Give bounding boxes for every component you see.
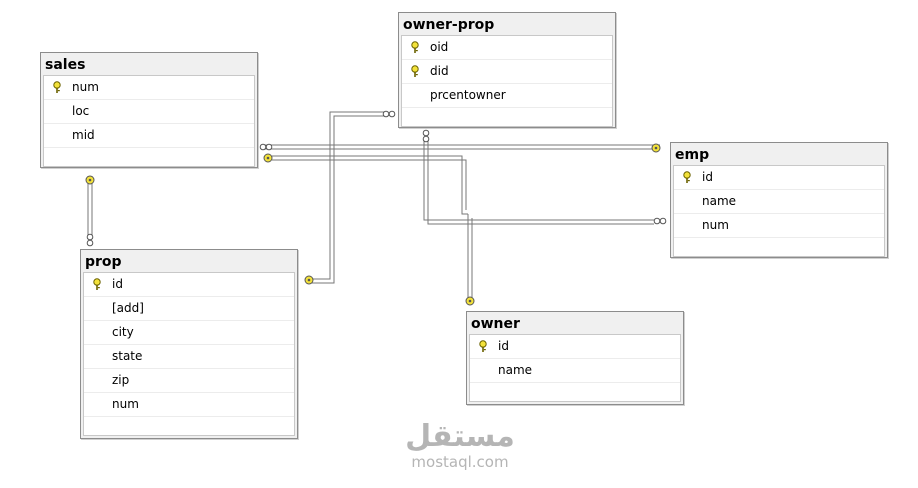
table-title: prop bbox=[85, 254, 122, 270]
column-row[interactable]: id bbox=[470, 335, 680, 359]
key-icon bbox=[411, 65, 419, 77]
column-name: city bbox=[112, 325, 134, 339]
table-columns: num loc mid bbox=[43, 75, 255, 167]
column-name: num bbox=[112, 397, 139, 411]
column-row[interactable]: id bbox=[674, 166, 884, 190]
table-owner[interactable]: owner id name bbox=[466, 311, 684, 405]
column-name: oid bbox=[430, 40, 449, 54]
column-name: num bbox=[702, 218, 729, 232]
rel-ownerprop-prop-b bbox=[306, 115, 384, 284]
key-icon bbox=[93, 278, 101, 290]
watermark: مستقل mostaql.com bbox=[396, 419, 524, 471]
table-title: sales bbox=[45, 57, 86, 73]
table-title: owner-prop bbox=[403, 17, 495, 33]
empty-row bbox=[674, 238, 884, 256]
column-name: num bbox=[72, 80, 99, 94]
key-icon bbox=[683, 171, 691, 183]
table-columns: id name num bbox=[673, 165, 885, 257]
rel-emp-sales-b bbox=[272, 159, 467, 210]
many-symbol-prop bbox=[86, 233, 94, 247]
many-symbol-ownerprop-b bbox=[422, 129, 430, 143]
column-row[interactable]: name bbox=[674, 190, 884, 214]
many-symbol-ownerprop bbox=[382, 110, 396, 118]
column-row[interactable]: [add] bbox=[84, 297, 294, 321]
key-icon bbox=[411, 41, 419, 53]
key-symbol-emp-a bbox=[651, 143, 661, 153]
empty-row bbox=[84, 417, 294, 435]
column-row[interactable]: num bbox=[674, 214, 884, 238]
column-name: id bbox=[498, 339, 509, 353]
key-symbol-sales bbox=[85, 175, 95, 185]
table-columns: id [add] city state zip num bbox=[83, 272, 295, 436]
column-name: id bbox=[112, 277, 123, 291]
column-name: loc bbox=[72, 104, 90, 118]
empty-row bbox=[44, 148, 254, 166]
rel-ownerprop-emp-b bbox=[427, 140, 654, 225]
column-name: zip bbox=[112, 373, 130, 387]
column-name: did bbox=[430, 64, 449, 78]
column-row[interactable]: city bbox=[84, 321, 294, 345]
table-title: emp bbox=[675, 147, 710, 163]
watermark-logo: مستقل bbox=[405, 419, 515, 454]
column-name: prcentowner bbox=[430, 88, 506, 102]
column-name: name bbox=[702, 194, 737, 208]
column-row[interactable]: did bbox=[402, 60, 612, 84]
key-symbol-prop bbox=[304, 275, 314, 285]
column-name: id bbox=[702, 170, 713, 184]
column-row[interactable]: name bbox=[470, 359, 680, 383]
empty-row bbox=[470, 383, 680, 401]
rel-ownerprop-emp-a bbox=[423, 140, 654, 221]
key-icon bbox=[479, 340, 487, 352]
column-row[interactable]: num bbox=[44, 76, 254, 100]
rel-ownerprop-prop-a bbox=[306, 111, 384, 280]
key-symbol-sales-b bbox=[263, 153, 273, 163]
column-row[interactable]: prcentowner bbox=[402, 84, 612, 108]
column-name: mid bbox=[72, 128, 95, 142]
empty-row bbox=[402, 108, 612, 126]
table-columns: id name bbox=[469, 334, 681, 402]
table-prop[interactable]: prop id [add] city state zip num bbox=[80, 249, 298, 439]
column-name: state bbox=[112, 349, 143, 363]
column-row[interactable]: loc bbox=[44, 100, 254, 124]
key-symbol-owner bbox=[465, 296, 475, 306]
table-title: owner bbox=[471, 316, 520, 332]
column-name: [add] bbox=[112, 301, 144, 315]
column-name: name bbox=[498, 363, 533, 377]
column-row[interactable]: zip bbox=[84, 369, 294, 393]
table-sales[interactable]: sales num loc mid bbox=[40, 52, 258, 168]
table-emp[interactable]: emp id name num bbox=[670, 142, 888, 258]
many-symbol-emp bbox=[653, 217, 667, 225]
column-row[interactable]: num bbox=[84, 393, 294, 417]
table-columns: oid did prcentowner bbox=[401, 35, 613, 127]
column-row[interactable]: state bbox=[84, 345, 294, 369]
table-owner-prop[interactable]: owner-prop oid did prcentowner bbox=[398, 12, 616, 128]
key-icon bbox=[53, 81, 61, 93]
column-row[interactable]: oid bbox=[402, 36, 612, 60]
column-row[interactable]: mid bbox=[44, 124, 254, 148]
watermark-url: mostaql.com bbox=[411, 453, 509, 471]
rel-emp-sales-a bbox=[272, 155, 468, 215]
column-row[interactable]: id bbox=[84, 273, 294, 297]
